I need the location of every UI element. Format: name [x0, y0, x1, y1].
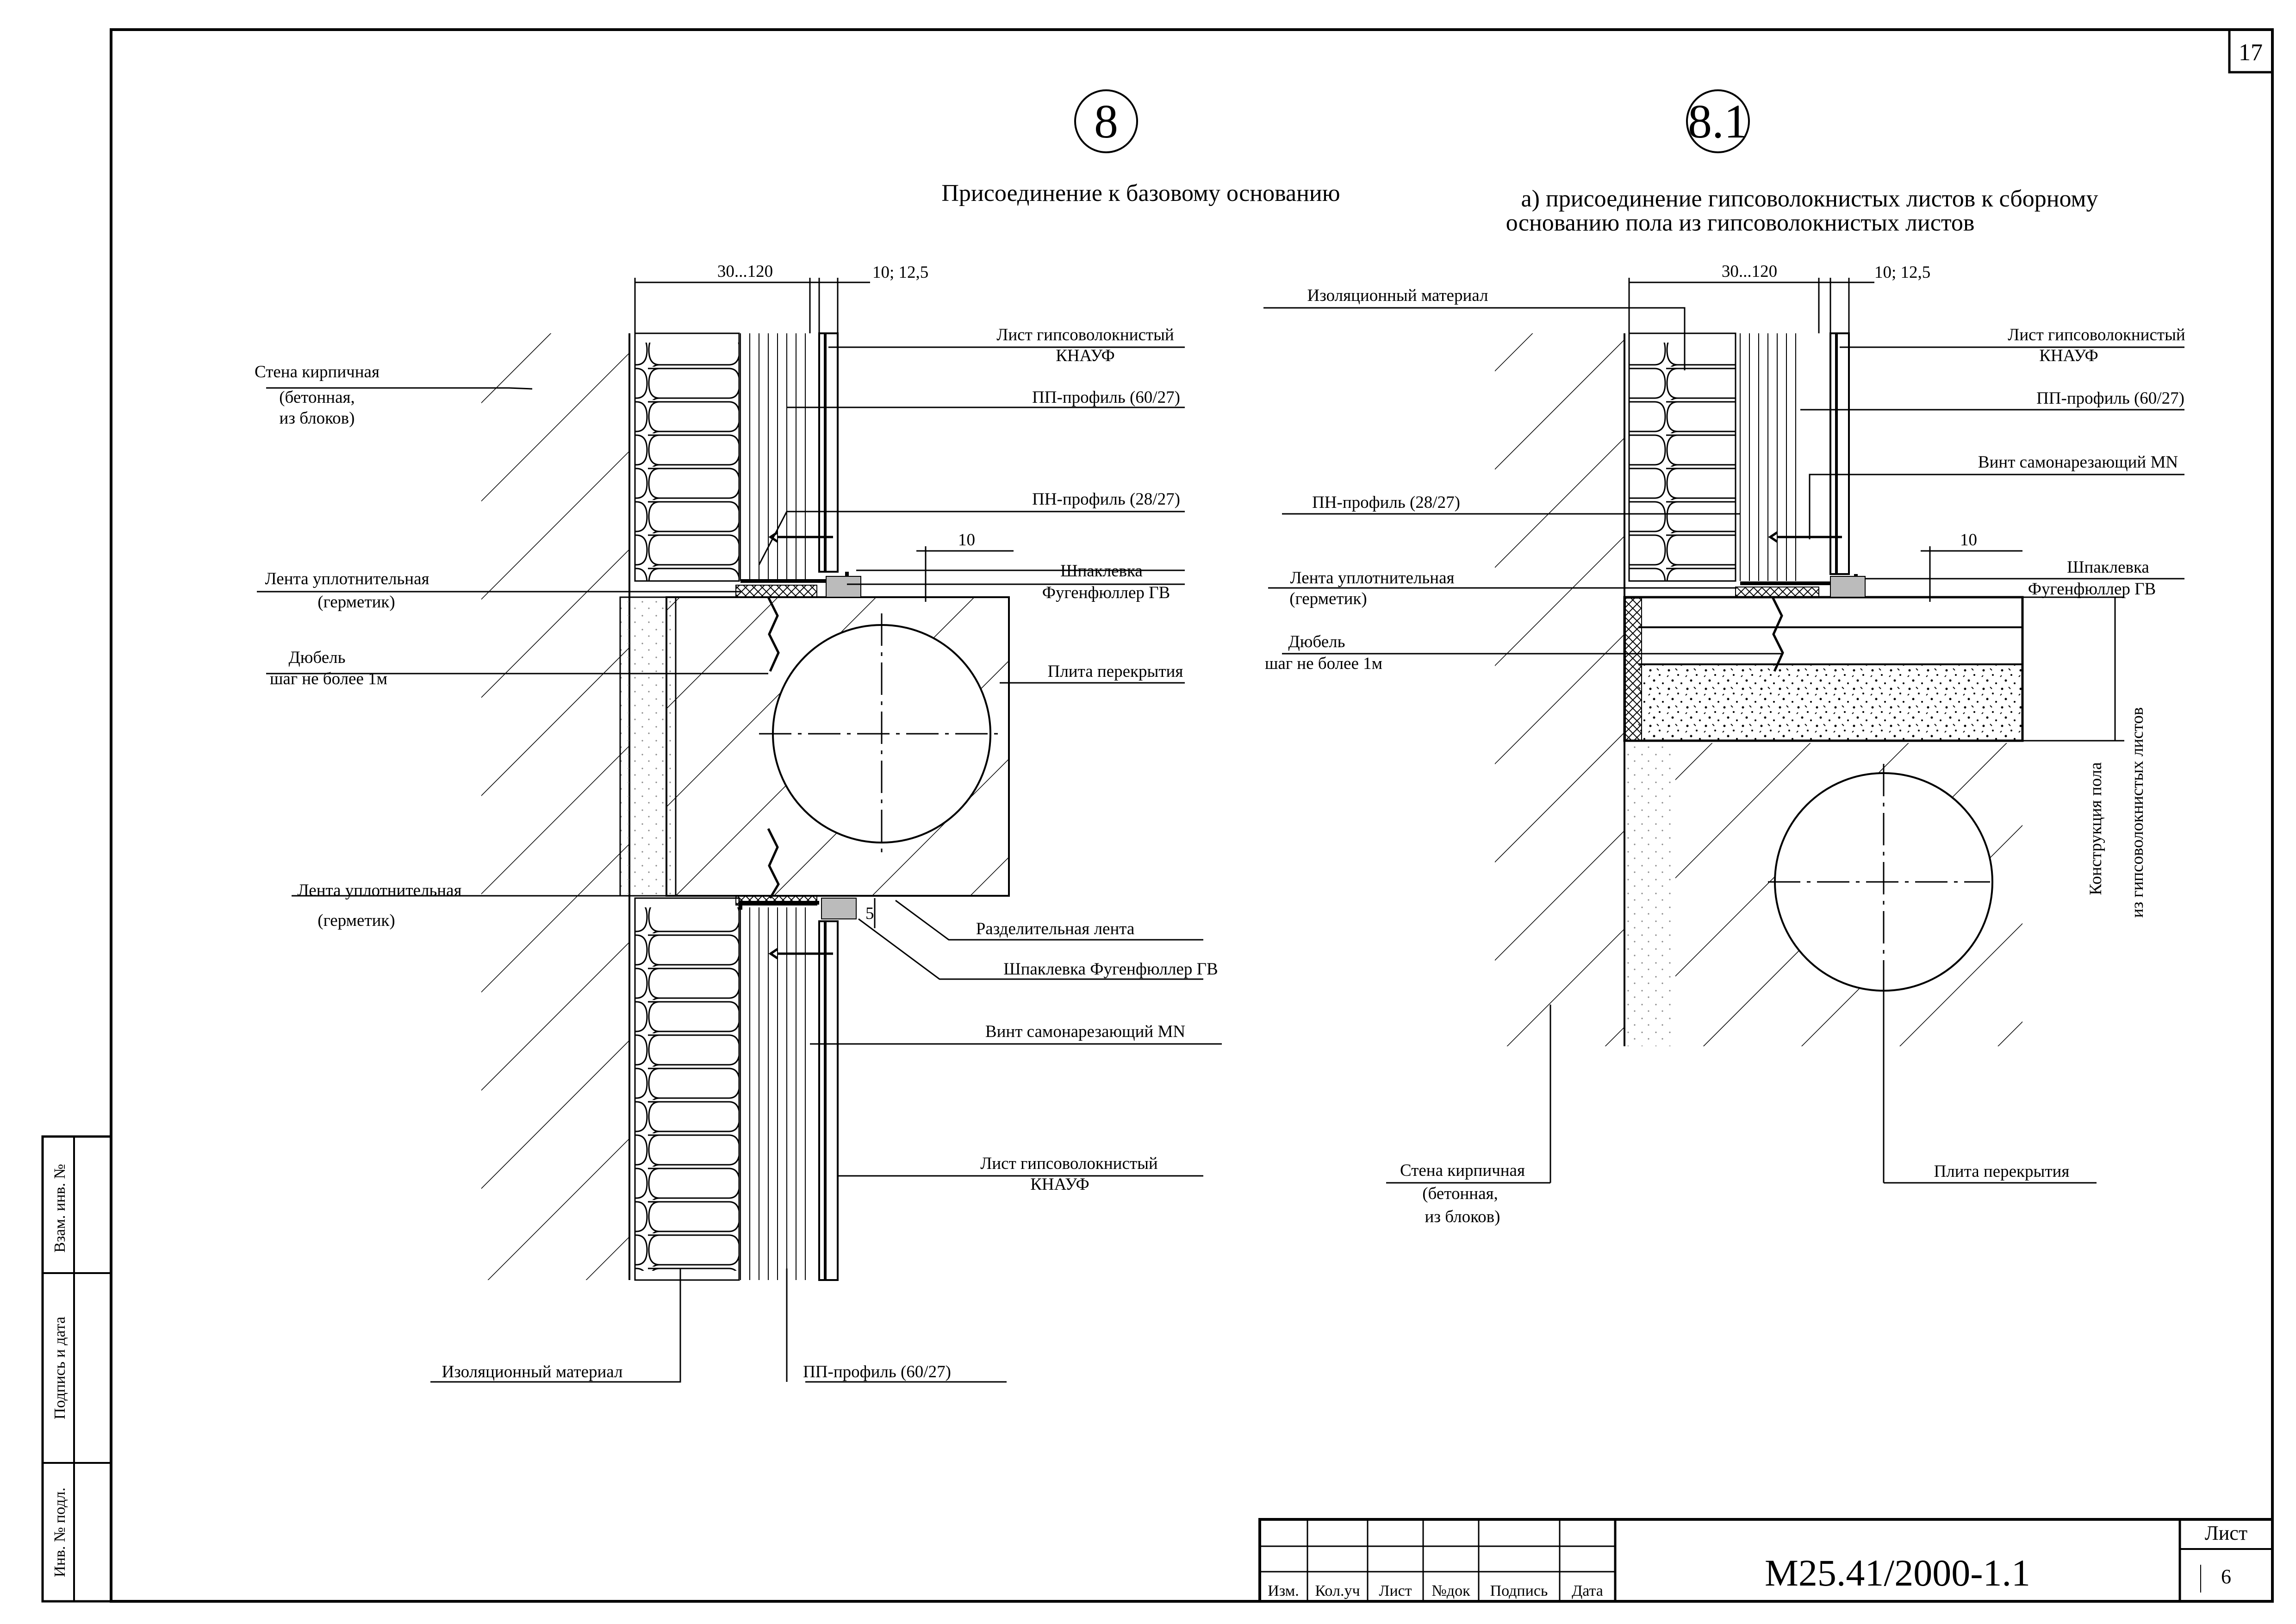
d8-insulation: Изоляционный материал — [442, 1362, 623, 1381]
list-number: 6 — [2221, 1565, 2231, 1588]
d81-dim-top-left: 30...120 — [1722, 262, 1777, 281]
brick-wall-81 — [1495, 333, 1624, 1046]
d81-pn-profile: ПН-профиль (28/27) — [1312, 493, 1460, 512]
d8-dowel-2: шаг не более 1м — [270, 669, 387, 688]
d8-dowel-1: Дюбель — [289, 648, 346, 667]
detail-81-title-1: а) присоединение гипсоволокнистых листов… — [1521, 186, 2098, 212]
d8-pp-profile-bottom: ПП-профиль (60/27) — [803, 1362, 951, 1381]
header-list: Лист — [1379, 1582, 1412, 1599]
d81-dowel-2: шаг не более 1м — [1265, 654, 1382, 673]
d8-dim-top-left: 30...120 — [717, 262, 773, 281]
d8-pn-profile: ПН-профиль (28/27) — [1032, 490, 1180, 509]
d8-wall-2: (бетонная, — [279, 388, 355, 407]
d81-dowel-1: Дюбель — [1288, 632, 1345, 651]
d81-floor-2: из гипсоволокнистых листов — [2128, 707, 2147, 918]
d8-sheet-bottom-2: КНАУФ — [1030, 1175, 1089, 1194]
d81-sheet-2: КНАУФ — [2039, 346, 2098, 365]
stamp-inv: Инв. № подл. — [51, 1487, 68, 1577]
d8-wall-1: Стена кирпичная — [255, 362, 380, 381]
d81-wall-2: (бетонная, — [1422, 1184, 1498, 1203]
d8-pp-profile-top: ПП-профиль (60/27) — [1032, 388, 1180, 407]
d8-filler-top-2: Фугенфюллер ГВ — [1042, 583, 1170, 602]
header-podpis: Подпись — [1490, 1582, 1548, 1599]
d8-tape-top-1: Лента уплотнительная — [265, 569, 429, 588]
d8-sheet-top-1: Лист гипсоволокнистый — [996, 325, 1174, 344]
d81-pp-profile: ПП-профиль (60/27) — [2036, 389, 2184, 408]
d81-screw: Винт самонарезающий MN — [1978, 453, 2178, 472]
d81-floor-1: Конструкция пола — [2086, 762, 2105, 895]
d81-slab: Плита перекрытия — [1934, 1162, 2070, 1181]
detail-81-number: 8.1 — [1688, 95, 1748, 148]
d81-insulation: Изоляционный материал — [1307, 286, 1488, 305]
d8-dim-top-right: 10; 12,5 — [872, 263, 928, 282]
d8-filler-top-1: Шпаклевка — [1060, 562, 1143, 581]
d81-tape-1: Лента уплотнительная — [1290, 568, 1454, 587]
side-stamp: Взам. инв. № Подпись и дата Инв. № подл. — [51, 1164, 68, 1577]
d81-wall-1: Стена кирпичная — [1400, 1161, 1525, 1180]
d8-filler-bottom: Шпаклевка Фугенфюллер ГВ — [1003, 960, 1218, 979]
d8-sheet-bottom-1: Лист гипсоволокнистый — [980, 1154, 1157, 1173]
d81-wall-3: из блоков) — [1425, 1207, 1500, 1226]
stamp-podpis: Подпись и дата — [51, 1317, 68, 1419]
d8-tape-bottom-2: (герметик) — [317, 911, 395, 930]
detail-8-number: 8 — [1094, 95, 1118, 148]
d8-wall-3: из блоков) — [280, 409, 355, 428]
list-label: Лист — [2205, 1522, 2247, 1544]
detail-8-1: 8.1 а) присоединение гипсоволокнистых ли… — [1263, 89, 2185, 1226]
d8-slab: Плита перекрытия — [1048, 662, 1183, 681]
d81-filler-1: Шпаклевка — [2067, 558, 2149, 577]
brick-wall — [481, 333, 629, 1280]
detail-8: 8 Присоединение к базовому основанию — [255, 89, 1340, 1383]
d8-tape-top-2: (герметик) — [317, 593, 395, 612]
stamp-vzam: Взам. инв. № — [51, 1164, 68, 1253]
page-number: 17 — [2239, 39, 2263, 66]
d81-dim-top-right: 10; 12,5 — [1874, 263, 1930, 282]
d8-separating-tape: Разделительная лента — [976, 919, 1135, 938]
d81-filler-2: Фугенфюллер ГВ — [2028, 580, 2156, 599]
d8-dim-gap: 10 — [958, 531, 975, 550]
title-block-headers: Изм. Кол.уч Лист №док Подпись Дата — [1268, 1582, 1603, 1599]
d8-sheet-top-2: КНАУФ — [1056, 346, 1115, 365]
header-izm: Изм. — [1268, 1582, 1299, 1599]
detail-81-title-2: основанию пола из гипсоволокнистых листо… — [1506, 210, 1975, 236]
header-ndok: №док — [1431, 1582, 1470, 1599]
d8-screw: Винт самонарезающий MN — [985, 1022, 1185, 1041]
header-data: Дата — [1572, 1582, 1603, 1599]
header-kol-uch: Кол.уч — [1315, 1582, 1360, 1599]
d81-tape-2: (герметик) — [1289, 589, 1367, 608]
frame — [41, 28, 2274, 1603]
doc-code: М25.41/2000-1.1 — [1765, 1552, 2030, 1594]
detail-8-title: Присоединение к базовому основанию — [941, 180, 1340, 206]
d81-sheet-1: Лист гипсоволокнистый — [2008, 325, 2185, 344]
d81-dim-gap: 10 — [1960, 531, 1977, 550]
d8-tape-bottom-1: Лента уплотнительная — [297, 881, 461, 900]
d8-dim-side: 5 — [865, 904, 874, 923]
